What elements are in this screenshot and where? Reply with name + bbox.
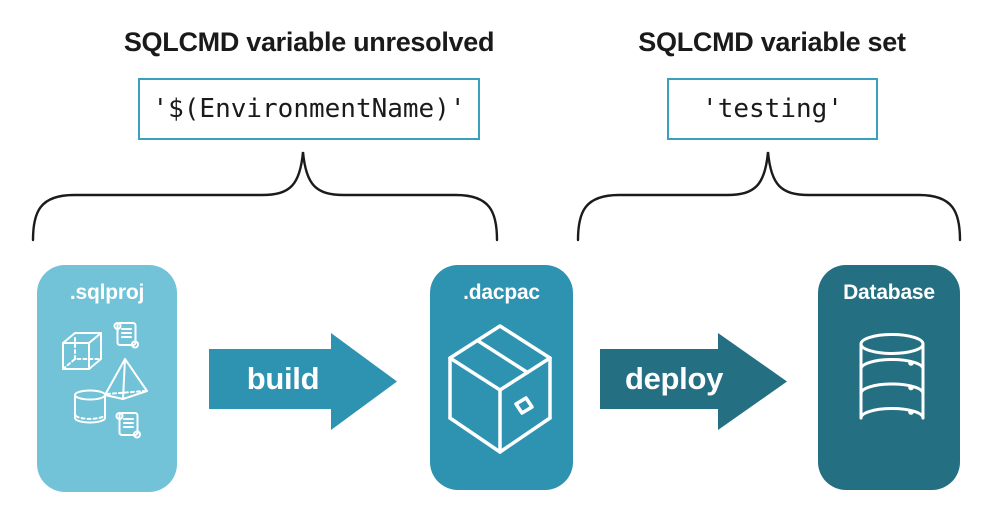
cube-icon <box>62 332 102 370</box>
deploy-arrow: deploy <box>600 333 788 430</box>
stage-label-database: Database <box>843 281 935 304</box>
stage-box-dacpac: .dacpac <box>430 265 573 490</box>
heading-sqlcmd-unresolved: SQLCMD variable unresolved <box>123 27 495 57</box>
sql-objects-icon <box>62 322 148 439</box>
build-arrow: build <box>209 333 397 430</box>
testing-code-text: 'testing' <box>702 94 843 124</box>
database-cylinder-icon <box>859 333 925 420</box>
heading-sqlcmd-set: SQLCMD variable set <box>638 27 906 57</box>
environment-name-code-box: '$(EnvironmentName)' <box>138 78 480 140</box>
stage-label-dacpac: .dacpac <box>463 281 540 304</box>
pyramid-icon <box>104 358 148 400</box>
stage-box-sqlproj: .sqlproj <box>37 265 177 492</box>
build-arrow-label: build <box>246 361 320 396</box>
deploy-arrow-label: deploy <box>624 361 724 396</box>
testing-code-box: 'testing' <box>667 78 878 140</box>
package-box-icon <box>448 324 552 454</box>
cylinder-icon <box>74 389 106 424</box>
scroll-icon <box>115 412 141 439</box>
scroll-icon <box>113 322 139 349</box>
curly-brace-left-icon <box>31 151 499 242</box>
environment-name-code-text: '$(EnvironmentName)' <box>152 94 466 124</box>
deploy-arrow-shape <box>600 333 787 430</box>
stage-label-sqlproj: .sqlproj <box>69 281 145 304</box>
stage-box-database: Database <box>818 265 960 490</box>
curly-brace-right-icon <box>576 151 962 242</box>
build-arrow-shape <box>209 333 397 430</box>
